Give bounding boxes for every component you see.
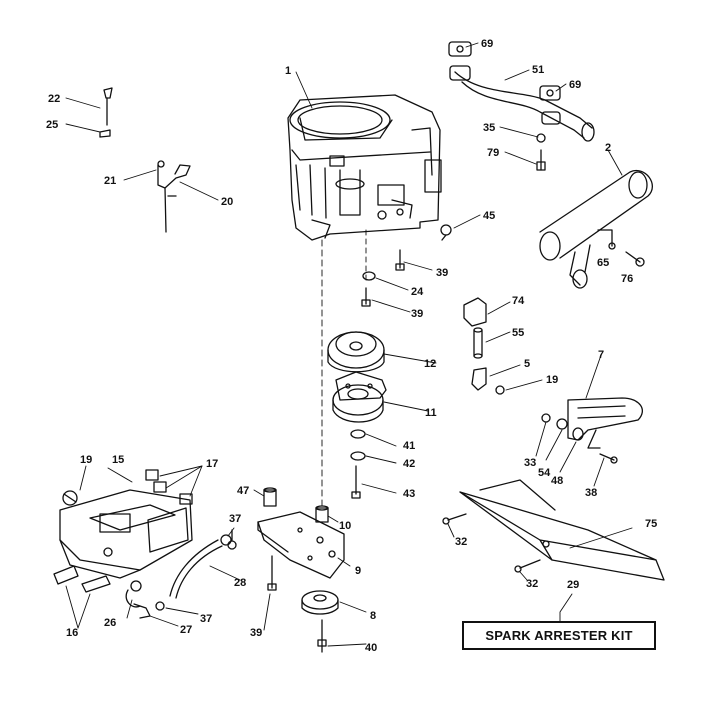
callout-41: 41	[403, 440, 415, 452]
callout-39: 39	[411, 308, 423, 320]
fitting-part	[463, 297, 505, 395]
callout-labels: 1 69 51 69 35 79 2 45 22 25 21 20 39 24 …	[46, 38, 657, 654]
callout-42: 42	[403, 458, 415, 470]
callout-75: 75	[645, 518, 657, 530]
clutch-part	[332, 371, 387, 423]
mount-bracket-part	[257, 511, 345, 579]
throttle-control-part	[99, 87, 191, 233]
callout-9: 9	[355, 565, 361, 577]
callout-48: 48	[551, 475, 563, 487]
callout-40: 40	[365, 642, 377, 654]
bolt-part	[442, 513, 541, 573]
callout-17: 17	[206, 458, 218, 470]
callout-39: 39	[250, 627, 262, 639]
leader-lines	[65, 42, 633, 647]
callout-29: 29	[567, 579, 579, 591]
bolt-part	[536, 133, 546, 171]
callout-5: 5	[524, 358, 530, 370]
spark-arrester-part	[459, 479, 665, 581]
spark-arrester-kit-box: SPARK ARRESTER KIT	[462, 621, 656, 650]
callout-43: 43	[403, 488, 415, 500]
battery-tray-part	[59, 489, 193, 579]
callout-24: 24	[411, 286, 424, 298]
callout-55: 55	[512, 327, 524, 339]
washer-part	[350, 271, 376, 461]
callout-11: 11	[425, 407, 437, 419]
callout-15: 15	[112, 454, 124, 466]
callout-47: 47	[237, 485, 249, 497]
callout-54: 54	[538, 467, 551, 479]
callout-35: 35	[483, 122, 495, 134]
callout-27: 27	[180, 624, 192, 636]
callout-19: 19	[80, 454, 92, 466]
callout-76: 76	[621, 273, 633, 285]
spacer-part	[263, 487, 329, 523]
spark-arrester-kit-label: SPARK ARRESTER KIT	[485, 628, 633, 643]
callout-32: 32	[455, 536, 467, 548]
callout-69: 69	[569, 79, 581, 91]
bolt-part	[227, 529, 277, 591]
callout-19: 19	[546, 374, 558, 386]
strap-part	[53, 565, 111, 593]
callout-26: 26	[104, 617, 116, 629]
callout-37: 37	[229, 513, 241, 525]
bolt-part	[351, 249, 405, 499]
callout-25: 25	[46, 119, 58, 131]
callout-32: 32	[526, 578, 538, 590]
engine-part	[287, 94, 442, 241]
callout-20: 20	[221, 196, 233, 208]
pulley-part	[327, 331, 385, 373]
hose-part	[125, 534, 232, 619]
callout-28: 28	[234, 577, 246, 589]
callout-39: 39	[436, 267, 448, 279]
callout-22: 22	[48, 93, 60, 105]
callout-12: 12	[424, 358, 436, 370]
callout-74: 74	[512, 295, 525, 307]
callout-21: 21	[104, 175, 116, 187]
callout-7: 7	[598, 349, 604, 361]
callout-1: 1	[285, 65, 291, 77]
callout-69: 69	[481, 38, 493, 50]
callout-79: 79	[487, 147, 499, 159]
callout-10: 10	[339, 520, 351, 532]
callout-8: 8	[370, 610, 376, 622]
terminal-part	[145, 469, 193, 505]
bolt-part	[608, 242, 645, 267]
callout-65: 65	[597, 257, 609, 269]
bolt-part	[440, 224, 452, 241]
idler-pulley-part	[301, 590, 339, 653]
callout-51: 51	[532, 64, 544, 76]
muffler-part	[539, 169, 654, 289]
callout-33: 33	[524, 457, 536, 469]
callout-37: 37	[200, 613, 212, 625]
exhaust-pipe-part	[448, 41, 595, 142]
callout-38: 38	[585, 487, 597, 499]
callout-16: 16	[66, 627, 78, 639]
callout-2: 2	[605, 142, 611, 154]
callout-45: 45	[483, 210, 495, 222]
